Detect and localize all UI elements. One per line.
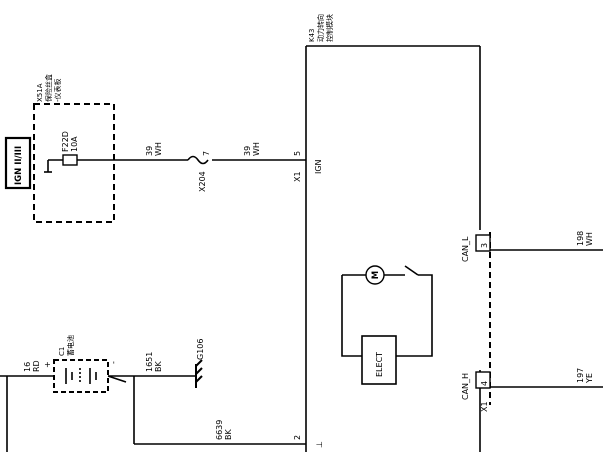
fuse-block-ref: X51A: [36, 83, 44, 102]
ground-symbol: [195, 359, 203, 388]
battery-neg-stub: [107, 375, 127, 383]
fuse-block-name-1: 保险丝盒: [44, 74, 53, 102]
can-h-label: CAN_H: [461, 373, 470, 400]
battery-ref: C1: [58, 347, 66, 356]
splice-x204: [187, 155, 209, 165]
fuse-id: F22D: [61, 131, 70, 152]
elect-box: [361, 335, 397, 385]
can-h-pin-box: [475, 371, 491, 389]
ground-wire-circuit: 1651: [145, 352, 154, 372]
module-connector-x1: X1: [293, 171, 302, 182]
can-h-wire-color: YE: [585, 373, 594, 384]
splice-ref: X204: [198, 171, 207, 192]
module-ign-pin: 5: [293, 151, 302, 156]
battery-name: 蓄电池: [66, 335, 75, 356]
battery-minus: -: [109, 361, 118, 364]
module-ign-label: IGN: [314, 159, 323, 174]
ign-connector: IGN II/III: [4, 136, 32, 190]
fuse-block-name-2: -仪表板: [53, 78, 62, 102]
can-connector-x1: X1: [480, 401, 489, 412]
fuse-block-box: [33, 103, 115, 223]
battery-box: [53, 359, 109, 393]
wire-39-right-color: WH: [252, 142, 261, 156]
motor-loop: [341, 274, 433, 357]
module-name-2: 控制模块: [325, 14, 334, 42]
battery-pos-color: RD: [32, 360, 41, 372]
module-ground-mark: ⊥: [315, 441, 324, 448]
motor-symbol: [365, 265, 385, 285]
ground-wire-color: BK: [154, 361, 163, 372]
motor-switch: [404, 265, 419, 276]
module-gnd-pin: 2: [293, 435, 302, 440]
elect-label: ELECT: [375, 352, 384, 377]
wire-39-right-circuit: 39: [243, 146, 252, 156]
gnd2-wire-color: BK: [224, 429, 233, 440]
gnd2-wire-circuit: 6639: [215, 420, 224, 440]
battery-cells: [65, 368, 97, 384]
motor-label: M: [371, 271, 381, 279]
splice-pin: 7: [202, 151, 211, 156]
fuse-symbol: [62, 154, 78, 166]
wire-39-left-circuit: 39: [145, 146, 154, 156]
wire-39-left-color: WH: [154, 142, 163, 156]
can-l-pin: 3: [480, 243, 489, 248]
battery-pos-circuit: 16: [23, 362, 32, 372]
can-l-label: CAN_L: [461, 236, 470, 262]
fuse-rating: 10A: [70, 136, 79, 152]
can-h-wire-circuit: 197: [576, 368, 585, 383]
can-l-wire-color: WH: [585, 232, 594, 246]
can-l-pin-box: [475, 234, 491, 252]
battery-plus: +: [43, 361, 52, 368]
module-ref: K43: [308, 29, 316, 43]
ign-connector-label: IGN II/III: [14, 146, 24, 185]
can-h-pin: 4: [480, 381, 489, 386]
can-l-wire-circuit: 198: [576, 231, 585, 246]
module-name-1: 动力转向: [316, 14, 325, 42]
ground-ref: G106: [196, 339, 205, 360]
